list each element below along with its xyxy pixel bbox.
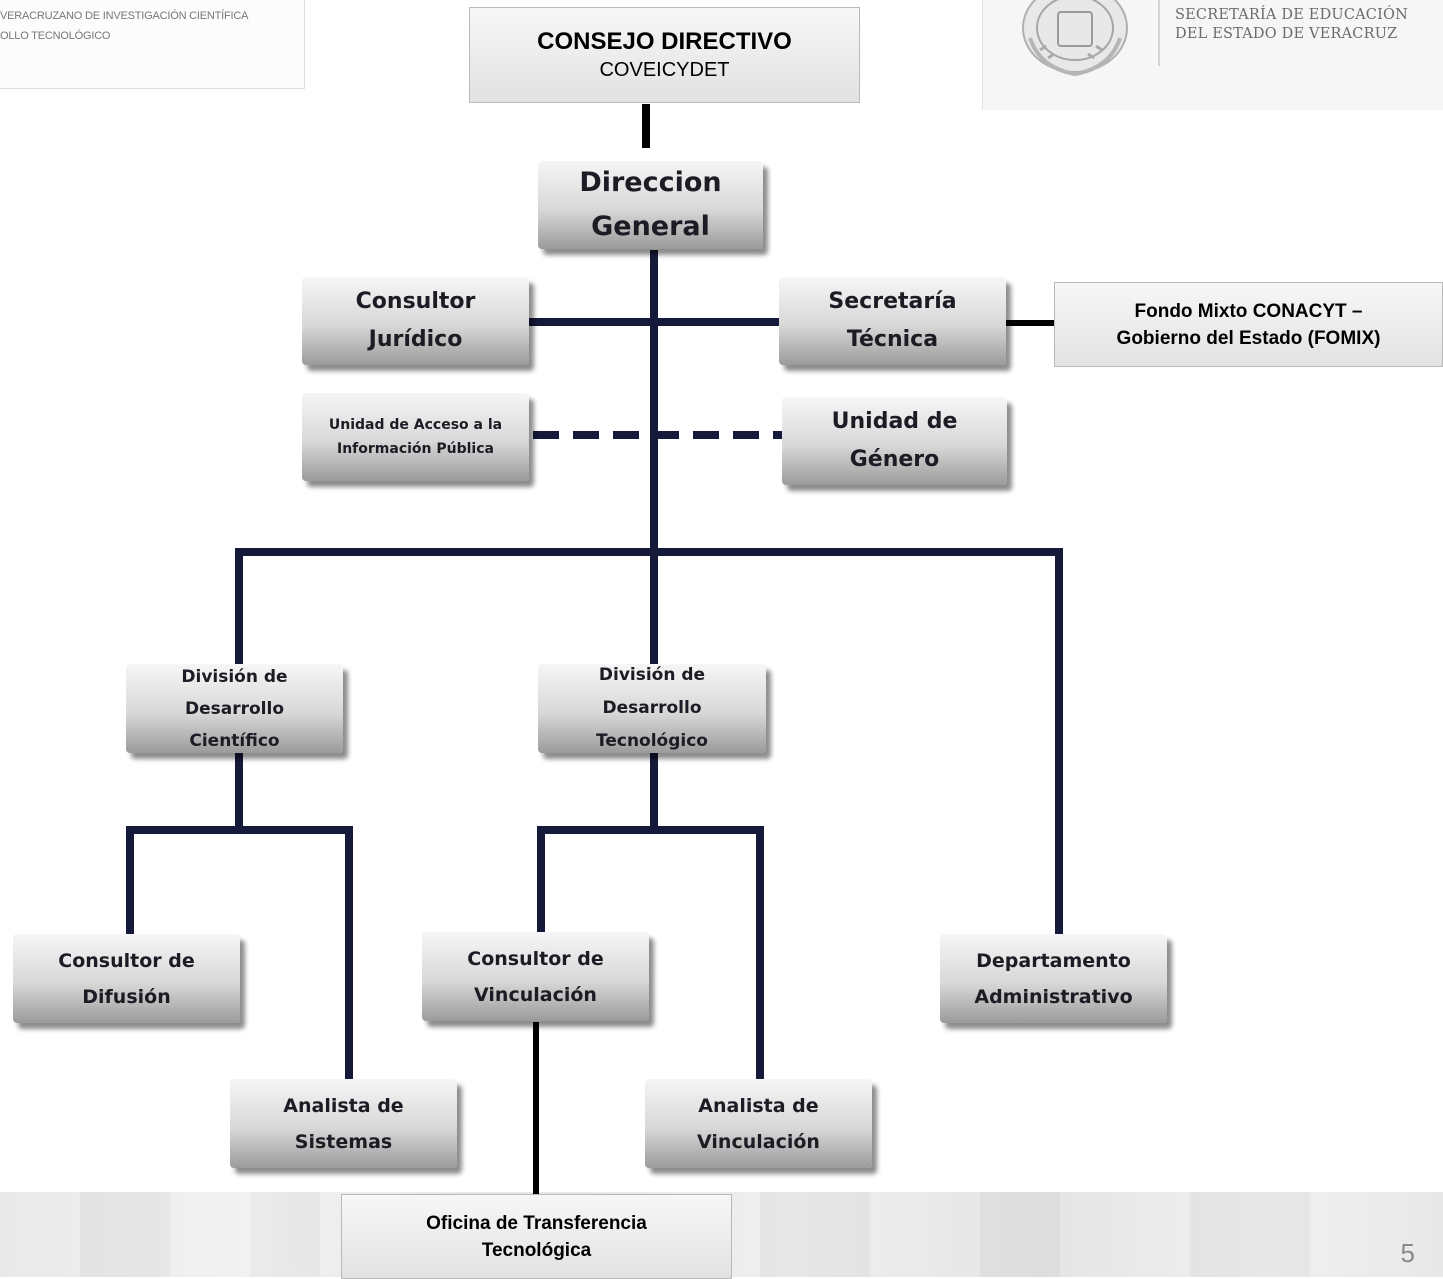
logo-divider bbox=[1158, 0, 1160, 66]
node-unidad-acceso-informacion: Unidad de Acceso a la Información Públic… bbox=[302, 393, 529, 481]
node-division-tecnologico: División de Desarrollo Tecnológico bbox=[538, 664, 766, 753]
consejo-subtitle: COVEICYDET bbox=[599, 59, 730, 81]
node-analista-vinculacion: Analista de Vinculación bbox=[645, 1079, 872, 1168]
coveicydet-logo bbox=[0, 0, 305, 89]
oficina-transferencia-box: Oficina de Transferencia Tecnológica bbox=[341, 1194, 732, 1279]
bus-divisions bbox=[235, 548, 1063, 934]
node-division-cientifico: División de Desarrollo Científico bbox=[126, 664, 343, 753]
consejo-directivo-box: CONSEJO DIRECTIVO COVEICYDET bbox=[469, 7, 860, 103]
fomix-box: Fondo Mixto CONACYT – Gobierno del Estad… bbox=[1054, 282, 1443, 367]
node-analista-sistemas: Analista de Sistemas bbox=[230, 1079, 457, 1168]
node-direccion-general: Direccion General bbox=[538, 161, 763, 249]
page-number: 5 bbox=[1400, 1238, 1415, 1268]
node-consultor-difusion: Consultor de Difusión bbox=[13, 934, 240, 1023]
node-secretaria-tecnica: Secretaría Técnica bbox=[779, 277, 1006, 365]
node-consultor-juridico: Consultor Jurídico bbox=[302, 277, 529, 365]
node-unidad-genero: Unidad de Género bbox=[782, 397, 1007, 485]
fomix-label: Fondo Mixto CONACYT – Gobierno del Estad… bbox=[1116, 300, 1381, 349]
state-seal-icon bbox=[1022, 0, 1128, 77]
node-consultor-vinculacion: Consultor de Vinculación bbox=[422, 932, 649, 1021]
coveicydet-logo-text: VERACRUZANO DE INVESTIGACIÓN CIENTÍFICA … bbox=[0, 10, 249, 42]
consejo-title: CONSEJO DIRECTIVO bbox=[537, 28, 792, 55]
oficina-label: Oficina de Transferencia Tecnológica bbox=[426, 1212, 647, 1261]
sev-logo-text: SECRETARÍA DE EDUCACIÓN DEL ESTADO DE VE… bbox=[1175, 7, 1409, 42]
node-departamento-administrativo: Departamento Administrativo bbox=[940, 934, 1167, 1023]
